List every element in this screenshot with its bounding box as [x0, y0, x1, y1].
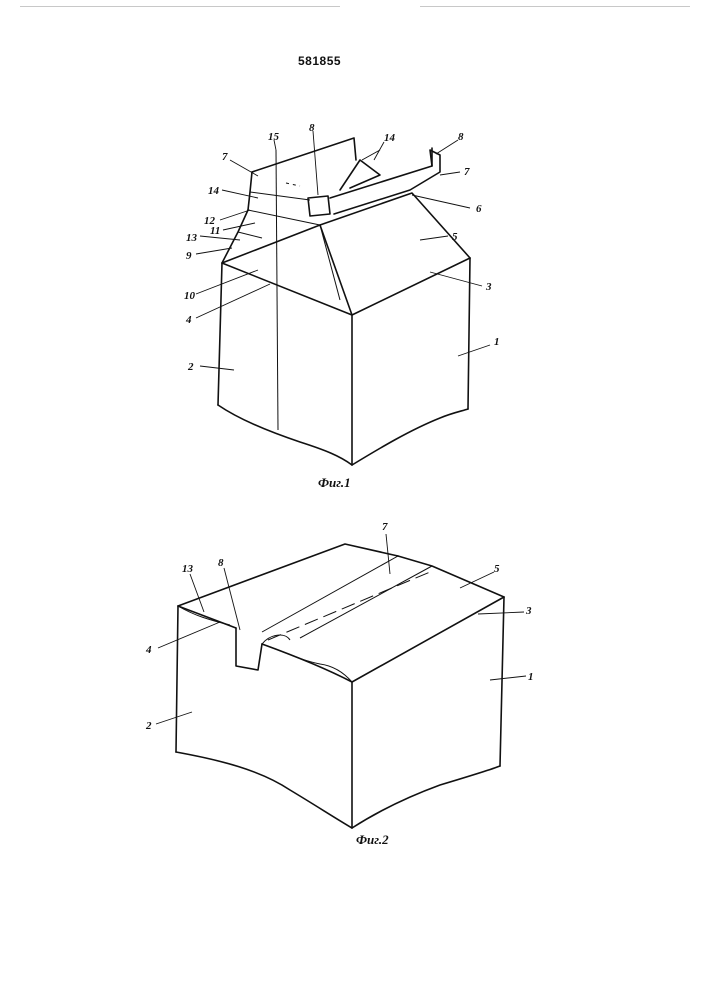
label-5: 5 — [494, 563, 500, 575]
label-2: 2 — [145, 720, 152, 732]
label-7: 7 — [382, 521, 388, 533]
label-4: 4 — [145, 644, 152, 656]
figure-2-caption: Фиг.2 — [356, 832, 389, 848]
label-13: 13 — [182, 563, 194, 575]
label-1: 1 — [528, 671, 534, 683]
label-8: 8 — [218, 557, 224, 569]
label-3: 3 — [525, 605, 532, 617]
